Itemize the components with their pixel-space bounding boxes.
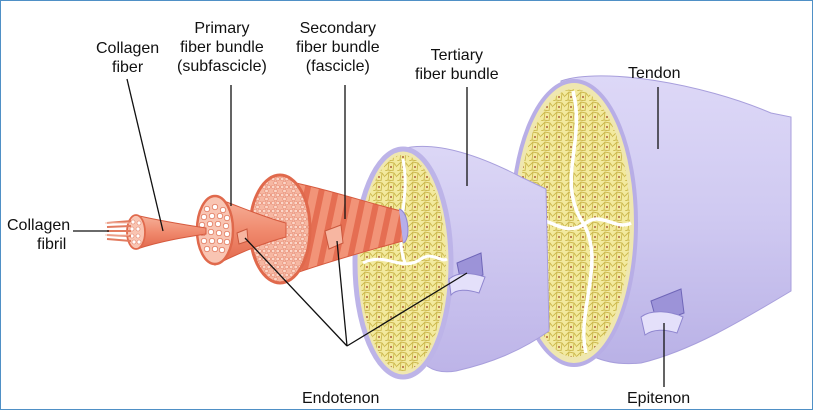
- label-tertiary-bundle-line2: fiber bundle: [415, 65, 499, 84]
- label-tendon-text: Tendon: [628, 64, 681, 83]
- label-epitenon-text: Epitenon: [627, 389, 690, 408]
- label-collagen-fibril-line1: Collagen: [7, 216, 70, 235]
- label-secondary-bundle-line3: (fascicle): [296, 57, 380, 76]
- label-collagen-fiber-line1: Collagen: [96, 39, 159, 58]
- label-primary-bundle-line2: fiber bundle: [177, 38, 267, 57]
- label-primary-bundle-line3: (subfascicle): [177, 57, 267, 76]
- collagen-fiber-shape: [127, 215, 206, 249]
- label-collagen-fibril: Collagen fibril: [7, 216, 70, 254]
- label-endotenon: Endotenon: [302, 389, 379, 408]
- label-collagen-fibril-line2: fibril: [7, 235, 70, 254]
- label-secondary-bundle-line2: fiber bundle: [296, 38, 380, 57]
- label-primary-bundle-line1: Primary: [177, 19, 267, 38]
- label-tertiary-bundle: Tertiary fiber bundle: [415, 46, 499, 84]
- label-secondary-bundle: Secondary fiber bundle (fascicle): [296, 19, 380, 76]
- label-epitenon: Epitenon: [627, 389, 690, 408]
- label-secondary-bundle-line1: Secondary: [296, 19, 380, 38]
- label-tendon: Tendon: [628, 64, 681, 83]
- tertiary-bundle-shape: [355, 146, 549, 377]
- tendon-shape: [512, 76, 791, 365]
- label-primary-bundle: Primary fiber bundle (subfascicle): [177, 19, 267, 76]
- label-tertiary-bundle-line1: Tertiary: [415, 46, 499, 65]
- label-collagen-fiber-line2: fiber: [96, 58, 159, 77]
- leader-collagen-fiber: [127, 79, 163, 231]
- label-collagen-fiber: Collagen fiber: [96, 39, 159, 77]
- label-endotenon-text: Endotenon: [302, 389, 379, 408]
